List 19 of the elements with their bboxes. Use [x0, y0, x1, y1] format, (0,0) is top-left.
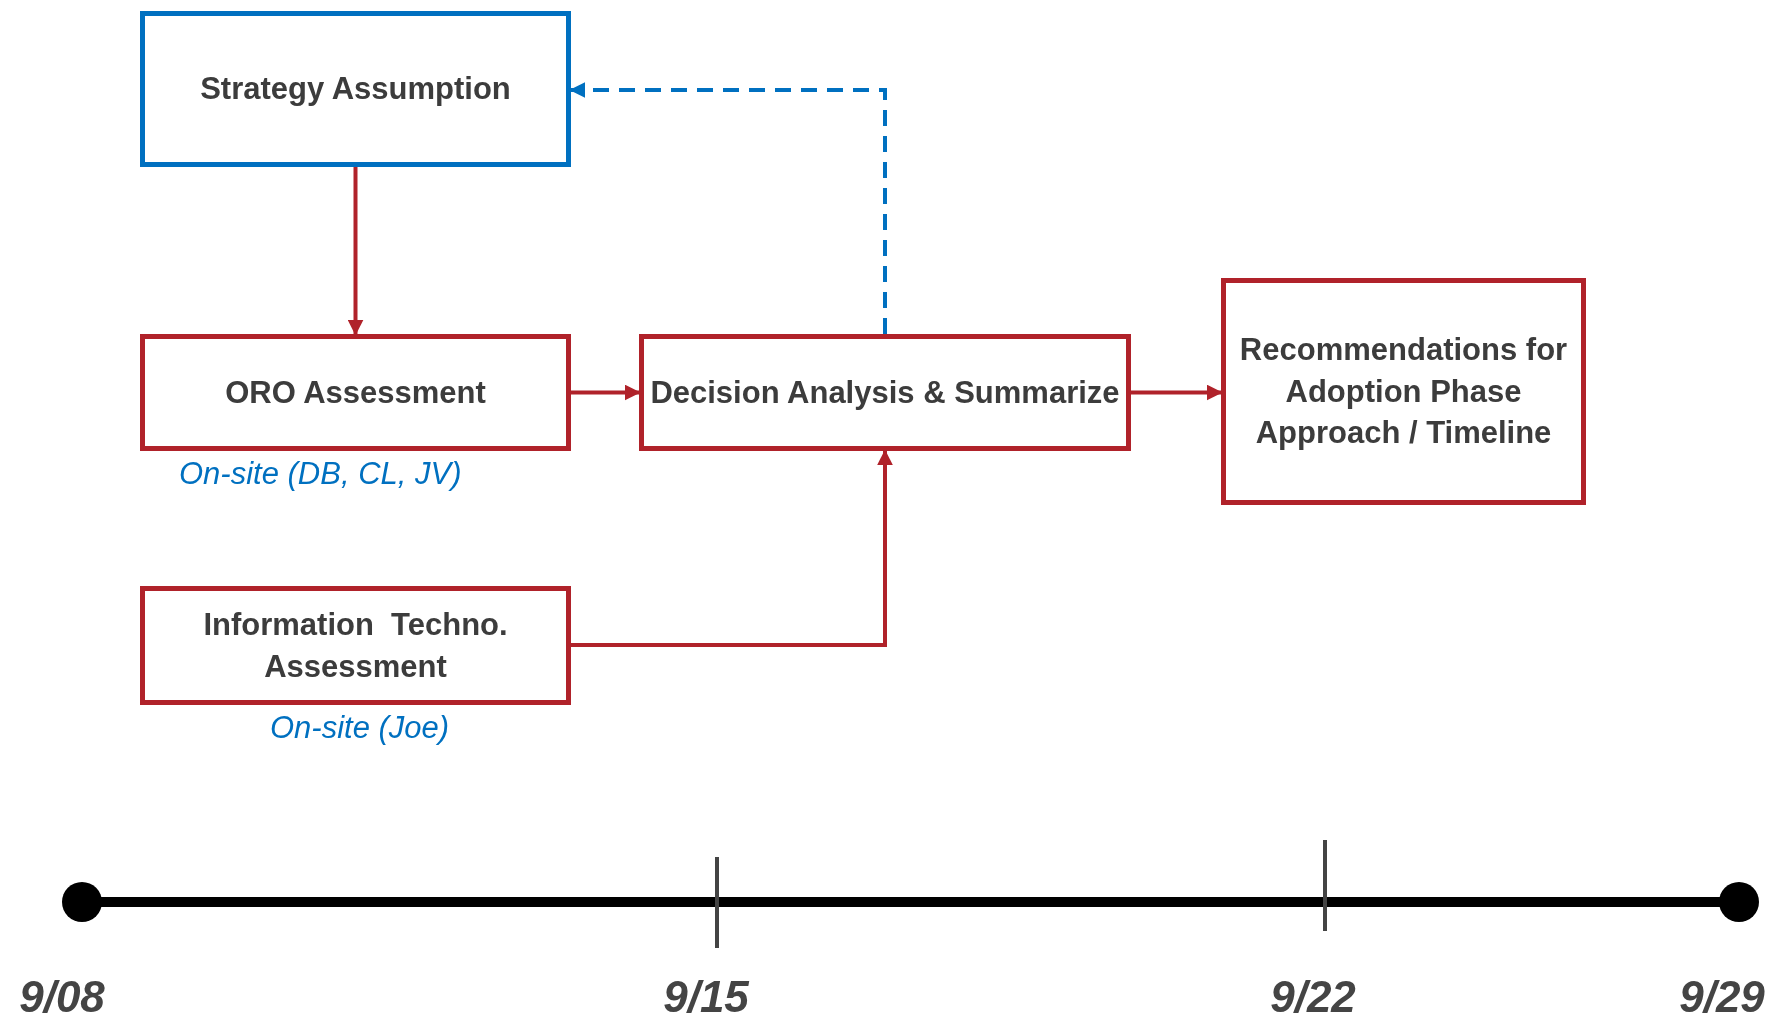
process-box — [140, 11, 571, 167]
arrow — [1131, 384, 1223, 401]
box-label: Strategy Assumption — [200, 70, 511, 109]
arrow — [569, 82, 887, 334]
arrow — [347, 167, 364, 336]
process-box — [1221, 278, 1586, 505]
box-label: Recommendations for Adoption Phase Approach / Timeline — [1238, 330, 1569, 453]
date-label: 9/29 — [1679, 972, 1765, 1021]
date-label: 9/15 — [663, 972, 749, 1021]
box-label: Decision Analysis & Summarize — [650, 373, 1120, 412]
box-label: ORO Assessment — [225, 373, 486, 412]
date-label: 9/22 — [1270, 972, 1356, 1021]
date-label: 9/08 — [19, 972, 105, 1021]
process-box — [639, 334, 1131, 451]
box-label: Information Techno. Assessment — [202, 605, 509, 686]
note-text: On-site (DB, CL, JV) — [179, 456, 462, 492]
arrow — [571, 384, 641, 401]
arrow — [571, 449, 893, 647]
note-text: On-site (Joe) — [270, 710, 450, 746]
